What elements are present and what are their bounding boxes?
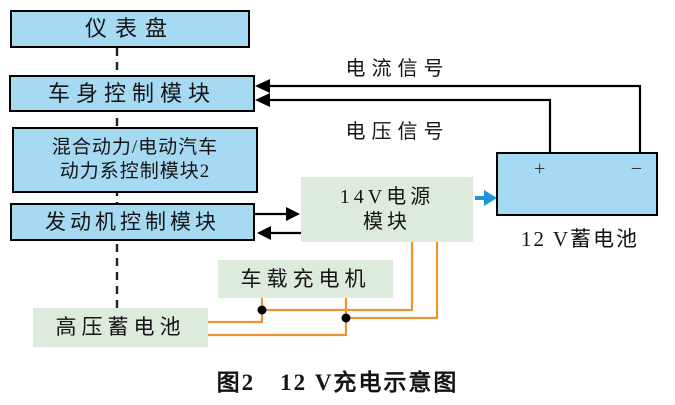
voltage-signal-wire xyxy=(260,98,552,152)
node-label-line2: 模块 xyxy=(363,210,411,233)
node-body-control-module: 车身控制模块 xyxy=(9,75,255,112)
arrow-left-icon xyxy=(257,226,271,240)
hvbattery-to-charger-wire-2 xyxy=(208,298,348,337)
node-label: 仪表盘 xyxy=(84,16,175,42)
arrow-right-icon xyxy=(286,207,300,221)
node-onboard-charger: 车载充电机 xyxy=(218,260,393,298)
node-engine-control-module: 发动机控制模块 xyxy=(10,203,255,241)
junction-dot xyxy=(341,313,351,323)
battery-minus-terminal: − xyxy=(630,158,642,180)
node-12v-battery: + − xyxy=(496,152,658,216)
figure-caption: 图2 12 V充电示意图 xyxy=(216,370,459,395)
node-label: 高压蓄电池 xyxy=(55,315,186,340)
voltage-signal-label: 电压信号 xyxy=(345,121,450,143)
charger-to-power-wire-1 xyxy=(262,242,414,312)
node-label: 发动机控制模块 xyxy=(45,209,220,234)
node-label-line1: 14V电源 xyxy=(339,185,435,208)
node-hv-battery: 高压蓄电池 xyxy=(33,308,208,347)
junction-dot xyxy=(257,305,267,315)
node-label-line1: 混合动力/电动汽车 xyxy=(51,137,219,159)
blue-arrow-right-icon xyxy=(484,190,497,206)
current-signal-label: 电流信号 xyxy=(345,58,450,80)
node-instrument-panel: 仪表盘 xyxy=(10,10,250,48)
node-14v-power-module: 14V电源 模块 xyxy=(301,177,473,242)
node-label-line2: 动力系控制模块2 xyxy=(59,161,211,182)
node-label: 车身控制模块 xyxy=(47,80,216,106)
charger-to-power-wire-2 xyxy=(346,242,439,320)
node-hybrid-powertrain-module: 混合动力/电动汽车 动力系控制模块2 xyxy=(12,127,258,193)
hvbattery-to-charger-wire-1 xyxy=(208,298,264,324)
battery-plus-terminal: + xyxy=(534,158,546,180)
arrow-left-icon xyxy=(255,79,270,93)
current-signal-wire xyxy=(260,84,642,152)
arrow-left-icon xyxy=(255,93,270,107)
battery-12v-label: 12 V蓄电池 xyxy=(520,227,640,251)
node-label: 车载充电机 xyxy=(240,266,371,291)
